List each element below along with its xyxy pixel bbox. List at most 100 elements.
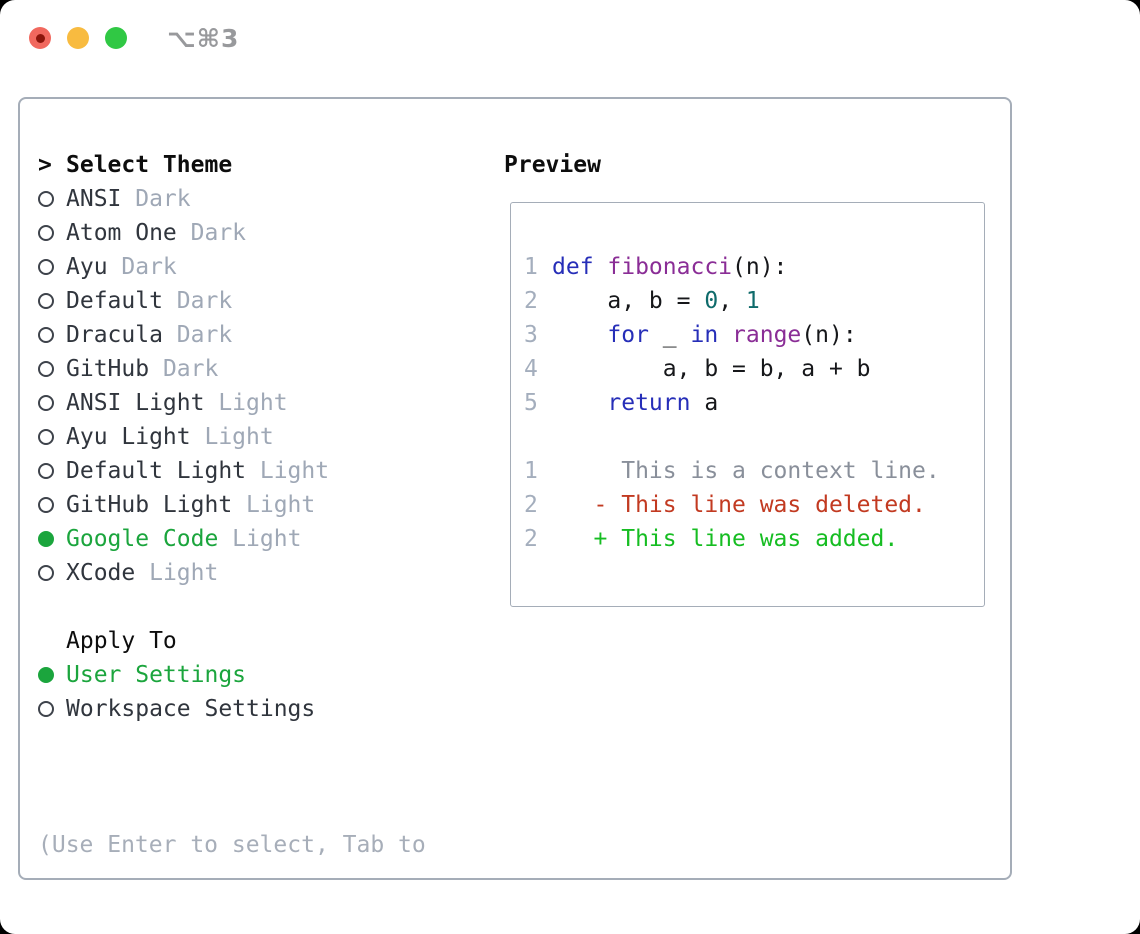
option-variant-label: Dark <box>162 322 233 348</box>
option-label: GitHub Light <box>66 492 233 518</box>
select-theme-header: > Select Theme <box>38 148 426 182</box>
section-gap <box>38 726 426 760</box>
code-token-plain <box>552 322 607 348</box>
theme-option[interactable]: Ayu Dark <box>38 250 426 284</box>
help-text: (Use Enter to select, Tab to change focu… <box>38 760 426 934</box>
theme-option[interactable]: XCode Light <box>38 556 426 590</box>
radio-circle <box>38 429 54 445</box>
radio-icon <box>38 429 66 445</box>
option-label: Workspace Settings <box>66 696 316 722</box>
code-token-plain: (n): <box>732 254 788 280</box>
theme-option[interactable]: Google Code Light <box>38 522 426 556</box>
theme-option[interactable]: Default Dark <box>38 284 426 318</box>
code-token-plain <box>718 322 732 348</box>
line-number: 1 <box>524 458 538 484</box>
radio-circle <box>38 463 54 479</box>
code-line: 2 + This line was added. <box>524 522 984 556</box>
radio-selected-icon <box>38 531 66 547</box>
help-line-1: (Use Enter to select, Tab to <box>38 832 426 858</box>
option-variant-label: Light <box>204 390 288 416</box>
radio-circle <box>38 395 54 411</box>
radio-icon <box>38 259 66 275</box>
apply-to-header: Apply To <box>38 624 426 658</box>
radio-icon <box>38 361 66 377</box>
line-number: 2 <box>524 492 538 518</box>
radio-circle <box>38 497 54 513</box>
code-token-add: + This line was added. <box>552 526 899 552</box>
option-variant-label: Dark <box>121 186 191 212</box>
close-button[interactable] <box>29 27 51 49</box>
theme-option[interactable]: GitHub Dark <box>38 352 426 386</box>
radio-icon <box>38 293 66 309</box>
theme-option[interactable]: Atom One Dark <box>38 216 426 250</box>
radio-circle <box>38 667 54 683</box>
radio-icon <box>38 327 66 343</box>
radio-circle <box>38 701 54 717</box>
theme-option[interactable]: GitHub Light Light <box>38 488 426 522</box>
option-label: XCode <box>66 560 136 586</box>
option-variant-label: Light <box>190 424 274 450</box>
option-label: Default Light <box>66 458 247 484</box>
code-token-kw: def <box>552 254 608 280</box>
option-label: Atom One <box>66 220 177 246</box>
minimize-button[interactable] <box>67 27 89 49</box>
zoom-button[interactable] <box>105 27 127 49</box>
apply-to-option[interactable]: User Settings <box>38 658 426 692</box>
code-token-ctx: This is a context line. <box>552 458 940 484</box>
option-variant-label: Dark <box>176 220 247 246</box>
option-label: ANSI <box>66 186 122 212</box>
code-line: 5 return a <box>524 386 984 420</box>
code-token-num: 1 <box>745 288 760 314</box>
option-variant-label: Light <box>135 560 219 586</box>
radio-selected-icon <box>38 667 66 683</box>
code-token-plain <box>552 390 607 416</box>
traffic-lights <box>29 27 127 49</box>
radio-icon <box>38 191 66 207</box>
code-token-fn: range <box>732 322 802 348</box>
code-line: 3 for _ in range(n): <box>524 318 984 352</box>
code-line: 2 - This line was deleted. <box>524 488 984 522</box>
code-token-del: - This line was deleted. <box>552 492 926 518</box>
apply-to-option[interactable]: Workspace Settings <box>38 692 426 726</box>
code-token-plain: a <box>690 390 719 416</box>
theme-option[interactable]: ANSI Dark <box>38 182 426 216</box>
option-variant-label: Light <box>246 458 330 484</box>
option-label: GitHub <box>66 356 150 382</box>
theme-option[interactable]: Ayu Light Light <box>38 420 426 454</box>
code-line: 1 This is a context line. <box>524 454 984 488</box>
option-variant-label: Dark <box>149 356 219 382</box>
radio-icon <box>38 463 66 479</box>
theme-option[interactable]: Dracula Dark <box>38 318 426 352</box>
theme-option[interactable]: ANSI Light Light <box>38 386 426 420</box>
code-line: 4 a, b = b, a + b <box>524 352 984 386</box>
radio-icon <box>38 497 66 513</box>
line-number: 5 <box>524 390 538 416</box>
line-number: 1 <box>524 254 538 280</box>
window-shortcut-label: ⌥⌘3 <box>167 24 240 53</box>
line-number: 4 <box>524 356 538 382</box>
code-token-plain: _ <box>648 322 691 348</box>
titlebar: ⌥⌘3 <box>0 0 1140 76</box>
code-line <box>524 420 984 454</box>
preview-title: Preview <box>504 152 601 178</box>
option-label: Dracula <box>66 322 163 348</box>
option-variant-label: Dark <box>107 254 177 280</box>
radio-circle <box>38 225 54 241</box>
radio-icon <box>38 701 66 717</box>
focus-prompt-icon: > <box>38 152 52 178</box>
help-line-2: change focus) <box>38 930 426 934</box>
code-token-plain: a, b = b, a + b <box>552 356 871 382</box>
theme-option[interactable]: Default Light Light <box>38 454 426 488</box>
code-token-kw: return <box>607 390 691 416</box>
option-label: Ayu <box>66 254 108 280</box>
line-number: 3 <box>524 322 538 348</box>
option-label: ANSI Light <box>66 390 205 416</box>
line-number: 2 <box>524 288 538 314</box>
radio-icon <box>38 565 66 581</box>
